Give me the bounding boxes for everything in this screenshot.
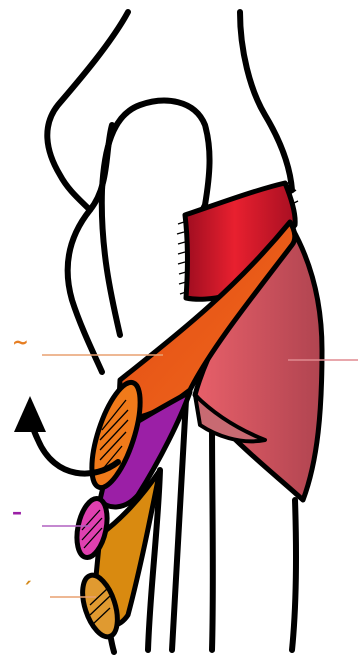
ulna-right-line	[212, 420, 213, 650]
label-lower: ´	[22, 580, 32, 600]
label-middle: –	[12, 502, 22, 522]
label-upper: ~	[12, 332, 29, 352]
humerus-outline-right	[240, 12, 292, 190]
radius-left-line	[172, 400, 186, 650]
ulna-right-line-2	[292, 500, 296, 650]
